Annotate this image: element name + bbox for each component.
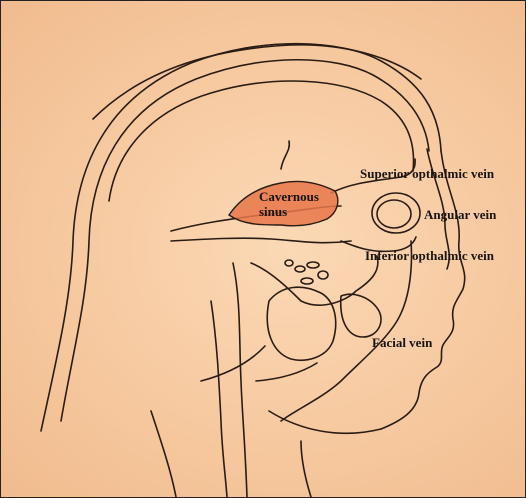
- cavernous-label-line2: sinus: [259, 204, 319, 219]
- plexus-node-3: [318, 271, 328, 279]
- external-jugular: [201, 346, 265, 381]
- cavernous-sinus-label: Cavernous sinus: [259, 189, 319, 219]
- pterygoid-plexus: [251, 256, 378, 305]
- vein-network-lower: [171, 238, 351, 243]
- retromandibular-vein: [233, 263, 247, 497]
- brain-curve: [109, 81, 414, 201]
- jugular-vein: [211, 301, 227, 497]
- skull-inner-line: [61, 60, 429, 421]
- orbit-inner: [377, 200, 411, 228]
- plexus-node-1: [295, 266, 305, 272]
- orbit: [372, 193, 420, 233]
- plexus-node-2: [307, 262, 319, 268]
- inferior-ophthalmic-vein-label: Inferior opthalmic vein: [365, 248, 494, 263]
- facial-vein-label: Facial vein: [372, 335, 432, 350]
- cheek-loop: [341, 294, 381, 337]
- superior-ophthalmic-vein-label: Superior opthalmic vein: [360, 166, 494, 181]
- vein-upper-branch: [281, 141, 289, 169]
- facial-vein: [281, 241, 411, 421]
- angular-vein-label: Angular vein: [424, 207, 496, 222]
- neck-back: [151, 411, 176, 497]
- neck-front: [301, 441, 311, 497]
- plexus-node-5: [285, 260, 293, 266]
- plexus-node-4: [301, 278, 313, 284]
- maxillary-loop: [267, 287, 335, 360]
- cavernous-label-line1: Cavernous: [259, 189, 319, 204]
- vein-connector: [256, 363, 317, 381]
- jaw-line: [269, 411, 381, 433]
